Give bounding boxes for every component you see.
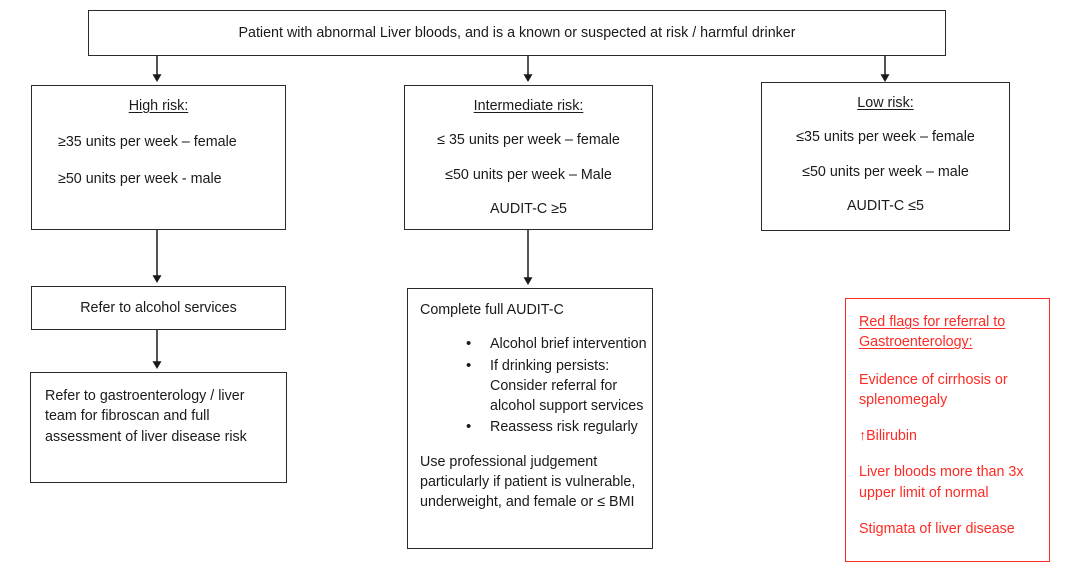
high-risk-box: High risk: ≥35 units per week – female ≥… — [31, 85, 286, 230]
intermediate-risk-box: Intermediate risk: ≤ 35 units per week –… — [404, 85, 653, 230]
title-box: Patient with abnormal Liver bloods, and … — [88, 10, 946, 56]
audit-c-footer-line-3: underweight, and female or ≤ BMI — [420, 494, 635, 511]
refer-gastro-line-3: assessment of liver disease risk — [45, 428, 247, 445]
list-item: Alcohol brief intervention — [466, 333, 652, 355]
intermediate-risk-line-2: ≤50 units per week – Male — [445, 166, 612, 183]
audit-c-bullet-list: Alcohol brief intervention If drinking p… — [420, 333, 652, 438]
list-item: Reassess risk regularly — [466, 416, 652, 438]
intermediate-risk-line-3: AUDIT-C ≥5 — [490, 200, 567, 217]
red-flags-box: Red flags for referral to Gastroenterolo… — [845, 298, 1050, 562]
title-box-text: Patient with abnormal Liver bloods, and … — [238, 24, 796, 41]
audit-c-footer: Use professional judgement particularly … — [420, 452, 652, 513]
red-flags-heading-line-1: Red flags for referral to — [859, 314, 1006, 330]
low-risk-line-2: ≤50 units per week – male — [802, 163, 969, 180]
intermediate-risk-line-1: ≤ 35 units per week – female — [437, 132, 620, 149]
low-risk-line-3: AUDIT-C ≤5 — [847, 197, 924, 214]
refer-gastro-line-2: team for fibroscan and full — [45, 408, 210, 425]
red-flags-item-3-line-1: Liver bloods more than 3x — [859, 464, 1024, 481]
low-risk-heading: Low risk: — [857, 95, 914, 111]
red-flags-item-2: ↑Bilirubin — [859, 428, 918, 445]
red-flags-heading: Red flags for referral to Gastroenterolo… — [859, 312, 1049, 353]
red-flags-item-1: Evidence of cirrhosis or splenomegaly — [859, 370, 1049, 411]
low-risk-line-1: ≤35 units per week – female — [796, 129, 975, 146]
intermediate-risk-heading: Intermediate risk: — [473, 98, 584, 114]
red-flags-gap-4 — [859, 503, 1049, 519]
red-flags-item-1-line-1: Evidence of cirrhosis or — [859, 371, 1008, 388]
list-item: If drinking persists: Consider referral … — [466, 355, 652, 417]
red-flags-gap-1 — [859, 353, 1049, 370]
audit-c-footer-line-1: Use professional judgement — [420, 453, 598, 470]
audit-c-box: Complete full AUDIT-C Alcohol brief inte… — [407, 288, 653, 549]
refer-alcohol-services-text: Refer to alcohol services — [80, 299, 237, 316]
refer-gastro-box: Refer to gastroenterology / liver team f… — [30, 372, 287, 483]
high-risk-heading: High risk: — [128, 98, 189, 114]
low-risk-box: Low risk: ≤35 units per week – female ≤5… — [761, 82, 1010, 231]
refer-gastro-line-1: Refer to gastroenterology / liver — [45, 388, 245, 404]
red-flags-item-3-line-2: upper limit of normal — [859, 484, 989, 501]
red-flags-item-1-line-2: splenomegaly — [859, 391, 948, 408]
red-flags-item-3: Liver bloods more than 3x upper limit of… — [859, 462, 1049, 503]
red-flags-gap-2 — [859, 410, 1049, 426]
refer-alcohol-services-box: Refer to alcohol services — [31, 286, 286, 330]
red-flags-heading-line-2: Gastroenterology: — [859, 334, 973, 351]
audit-c-heading: Complete full AUDIT-C — [420, 302, 564, 318]
red-flags-gap-3 — [859, 446, 1049, 462]
audit-c-footer-line-2: particularly if patient is vulnerable, — [420, 474, 636, 491]
high-risk-line-2: ≥50 units per week - male — [58, 170, 222, 187]
red-flags-item-4: Stigmata of liver disease — [859, 521, 1015, 538]
high-risk-line-1: ≥35 units per week – female — [58, 134, 237, 151]
